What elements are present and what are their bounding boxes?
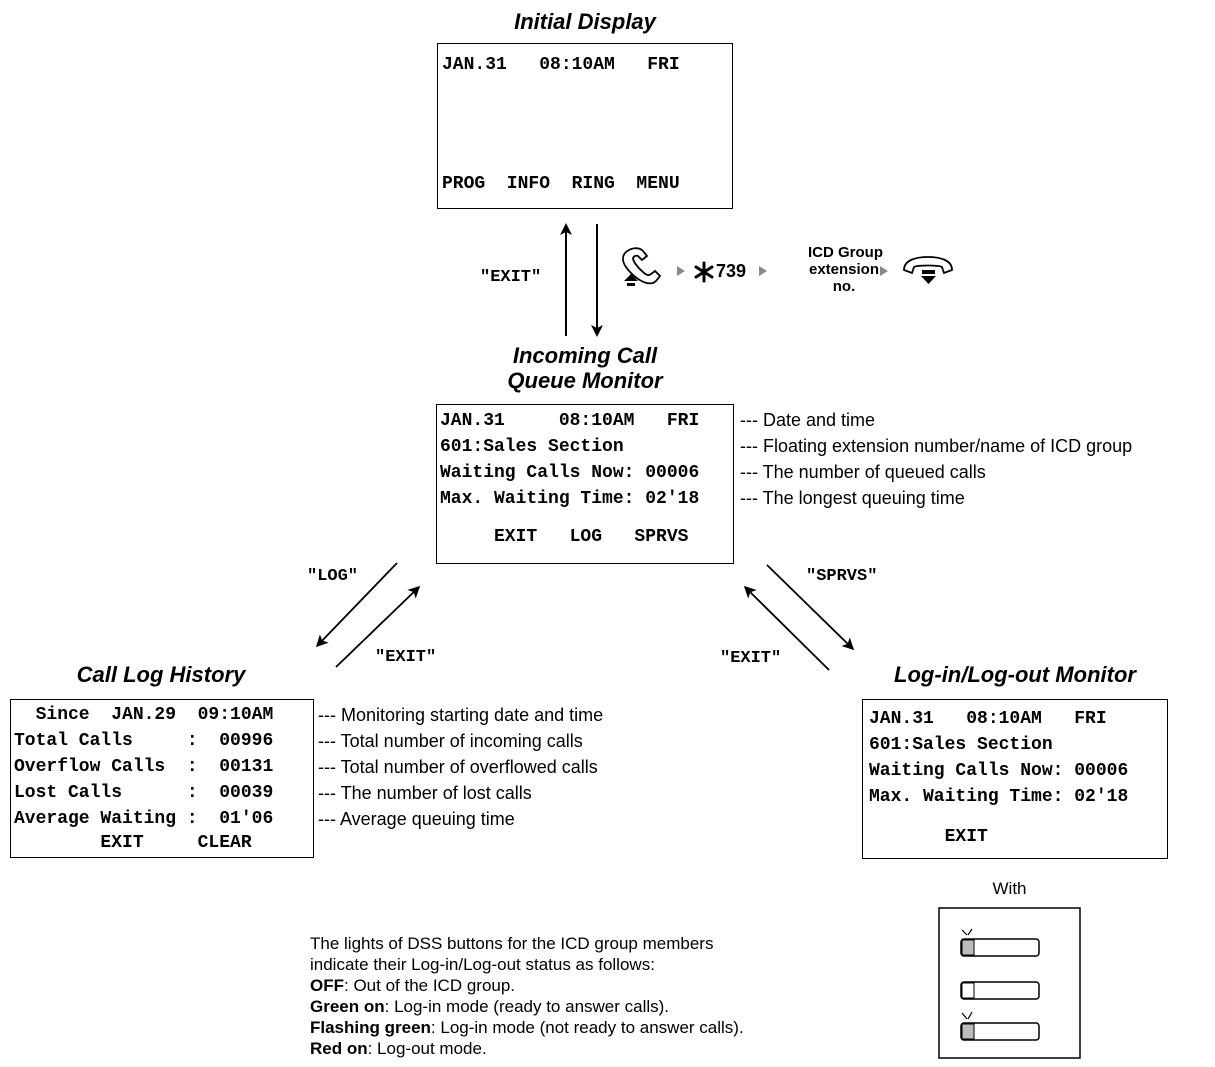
note-intro-line2: indicate their Log-in/Log-out status as …	[310, 955, 655, 974]
call-log-line-overflow: Overflow Calls : 00131	[14, 757, 274, 777]
call-log-desc-average: --- Average queuing time	[318, 809, 515, 829]
exit-label-top: "EXIT"	[480, 268, 542, 287]
initial-softkeys: PROG INFO RING MENU	[442, 174, 680, 194]
off-hook-handset-icon	[622, 247, 662, 286]
call-log-desc-total: --- Total number of incoming calls	[318, 731, 583, 751]
queue-line-group: 601:Sales Section	[440, 437, 624, 457]
login-line-waiting-calls: Waiting Calls Now: 00006	[869, 761, 1129, 781]
note-red: Red on: Log-out mode.	[310, 1038, 744, 1059]
call-log-desc-lost: --- The number of lost calls	[318, 783, 532, 803]
login-line-max-time: Max. Waiting Time: 02'18	[869, 787, 1129, 807]
dss-button-off	[960, 981, 1040, 1000]
feature-code: 739	[716, 261, 747, 281]
separator-triangle-icon	[677, 266, 685, 276]
note-off-key: OFF	[310, 976, 344, 995]
initial-display-title: Initial Display	[514, 9, 656, 34]
initial-display-panel: JAN.31 08:10AM FRI PROG INFO RING MENU	[437, 43, 733, 209]
sprvs-label: "SPRVS"	[806, 567, 878, 586]
on-hook-handset-icon	[903, 256, 953, 284]
dss-with-label: With	[992, 879, 1027, 898]
icd-group-extension-label: ICD Group extension no.	[808, 244, 883, 295]
exit-left-arrow	[335, 585, 421, 668]
sprvs-arrow	[766, 564, 855, 651]
call-log-desc-since: --- Monitoring starting date and time	[318, 705, 604, 725]
login-softkeys: EXIT	[869, 827, 988, 847]
exit-label-right: "EXIT"	[720, 649, 782, 668]
note-green-text: : Log-in mode (ready to answer calls).	[384, 997, 670, 1016]
queue-line-waiting-calls: Waiting Calls Now: 00006	[440, 463, 700, 483]
note-red-key: Red on	[310, 1039, 368, 1058]
note-off-text: : Out of the ICD group.	[344, 976, 516, 995]
note-green-key: Green on	[310, 997, 385, 1016]
call-log-line-average: Average Waiting : 01'06	[14, 809, 274, 829]
call-log-desc-overflow: --- Total number of overflowed calls	[318, 757, 598, 777]
queue-monitor-title-line2: Queue Monitor	[507, 368, 663, 393]
call-log-softkeys: EXIT CLEAR	[14, 833, 252, 853]
dss-button-flashing	[960, 928, 1040, 957]
login-monitor-title: Log-in/Log-out Monitor	[894, 662, 1136, 687]
call-log-line-since: Since JAN.29 09:10AM	[14, 705, 274, 725]
call-log-line-lost: Lost Calls : 00039	[14, 783, 274, 803]
dss-button-flashing	[960, 1011, 1040, 1041]
separator-triangle-icon	[880, 266, 888, 276]
log-label: "LOG"	[307, 567, 359, 586]
login-line-group: 601:Sales Section	[869, 735, 1053, 755]
call-log-title: Call Log History	[76, 662, 246, 687]
note-off: OFF: Out of the ICD group.	[310, 975, 744, 996]
note-green: Green on: Log-in mode (ready to answer c…	[310, 996, 744, 1017]
note-flashing-key: Flashing green	[310, 1018, 431, 1037]
asterisk-icon	[694, 261, 714, 283]
login-monitor-panel: JAN.31 08:10AM FRI 601:Sales Section Wai…	[862, 699, 1168, 859]
queue-desc-longest: --- The longest queuing time	[740, 488, 965, 508]
exit-right-arrow	[743, 585, 830, 671]
dss-status-notes: The lights of DSS buttons for the ICD gr…	[310, 933, 744, 1059]
queue-softkeys: EXIT LOG SPRVS	[440, 527, 689, 547]
log-arrow	[315, 562, 398, 648]
exit-label-left: "EXIT"	[375, 648, 437, 667]
login-line-date: JAN.31 08:10AM FRI	[869, 709, 1107, 729]
queue-monitor-title-line1: Incoming Call	[512, 343, 658, 368]
queue-monitor-panel: JAN.31 08:10AM FRI 601:Sales Section Wai…	[436, 404, 734, 564]
initial-date-line: JAN.31 08:10AM FRI	[442, 55, 680, 75]
queue-line-date: JAN.31 08:10AM FRI	[440, 411, 700, 431]
note-flashing: Flashing green: Log-in mode (not ready t…	[310, 1017, 744, 1038]
queue-desc-date: --- Date and time	[740, 410, 876, 430]
note-red-text: : Log-out mode.	[367, 1039, 487, 1058]
separator-triangle-icon	[759, 266, 767, 276]
call-log-panel: Since JAN.29 09:10AM Total Calls : 00996…	[10, 699, 314, 858]
note-intro-line1: The lights of DSS buttons for the ICD gr…	[310, 934, 714, 953]
queue-desc-queued: --- The number of queued calls	[740, 462, 986, 482]
call-log-line-total: Total Calls : 00996	[14, 731, 274, 751]
queue-desc-group: --- Floating extension number/name of IC…	[740, 436, 1133, 456]
queue-line-max-time: Max. Waiting Time: 02'18	[440, 489, 700, 509]
note-flashing-text: : Log-in mode (not ready to answer calls…	[430, 1018, 744, 1037]
